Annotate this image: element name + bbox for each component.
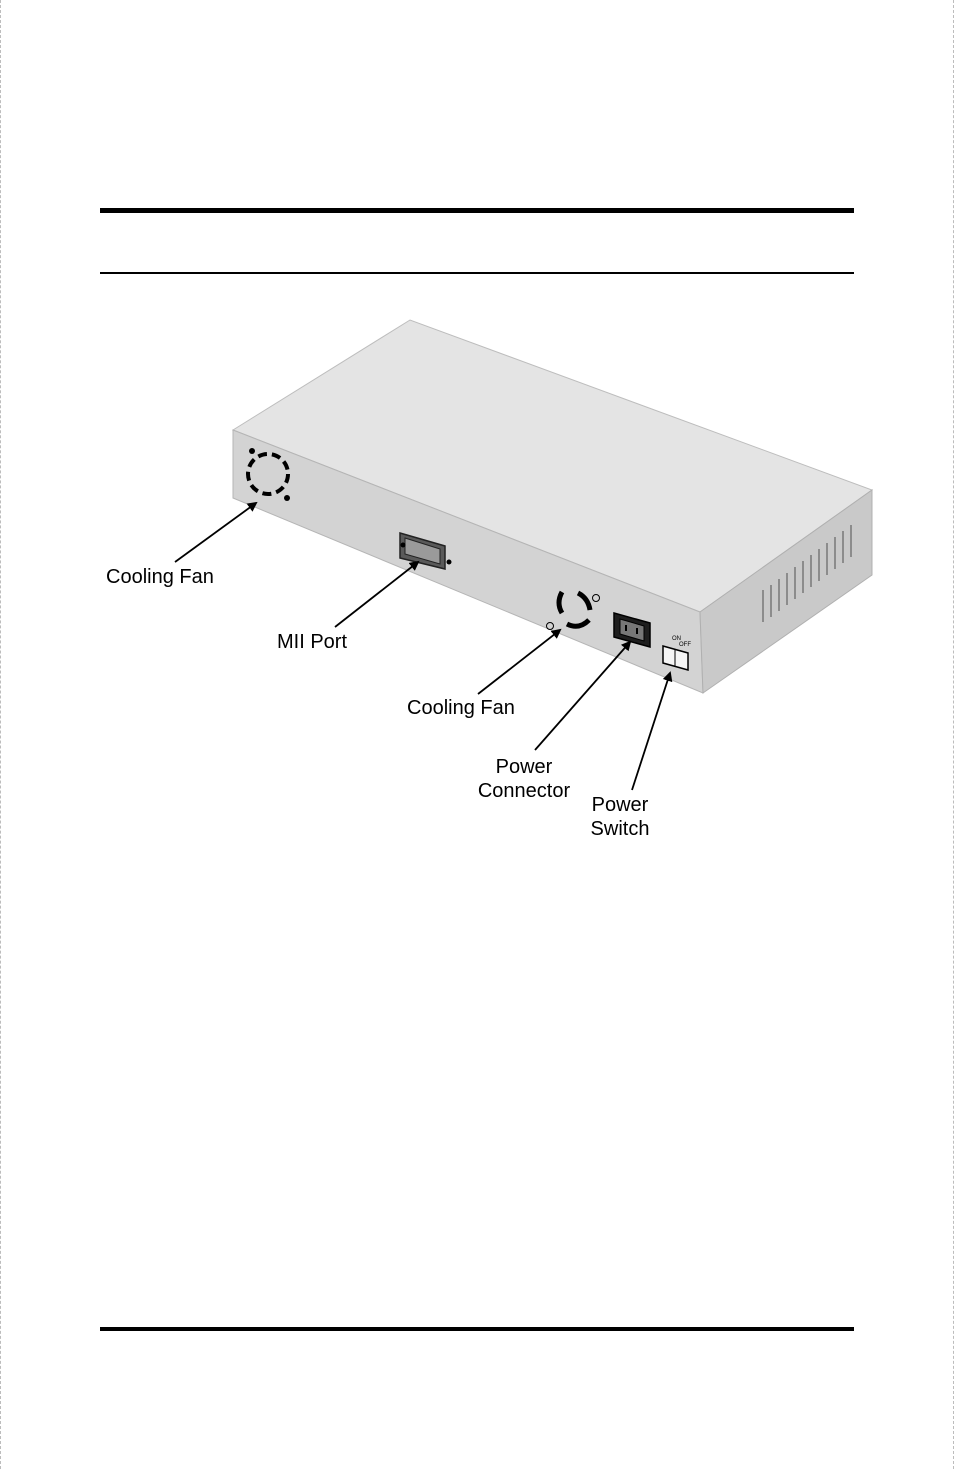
arrow-cooling-fan-right	[477, 628, 562, 695]
mii-port-connector	[399, 532, 452, 570]
power-switch-rocker: ON OFF	[662, 636, 691, 671]
svg-text:ON: ON	[672, 636, 681, 642]
power-connector-socket	[613, 612, 651, 648]
cooling-fan-left-icon	[246, 448, 290, 501]
arrow-cooling-fan-left	[174, 501, 258, 563]
label-cooling-fan-left: Cooling Fan	[106, 566, 214, 588]
arrow-power-switch	[631, 671, 673, 791]
footer-rule-thick	[100, 1327, 854, 1331]
label-power-connector-line2: Connector	[478, 780, 571, 802]
label-mii-port: MII Port	[277, 631, 347, 653]
side-vent-slots	[762, 525, 852, 622]
label-power-switch-line2: Switch	[591, 818, 650, 840]
label-power-switch-line1: Power	[592, 794, 649, 816]
header-rule-thick	[100, 208, 854, 213]
arrow-power-connector	[534, 640, 632, 751]
cooling-fan-right-icon	[546, 590, 600, 630]
svg-text:OFF: OFF	[679, 642, 691, 648]
arrow-mii-port	[334, 560, 420, 628]
label-power-connector-line1: Power	[496, 756, 553, 778]
callout-arrows	[174, 501, 673, 791]
switch-device: ON OFF	[231, 319, 874, 694]
header-rule-thin	[100, 272, 854, 274]
label-cooling-fan-right: Cooling Fan	[407, 697, 515, 719]
